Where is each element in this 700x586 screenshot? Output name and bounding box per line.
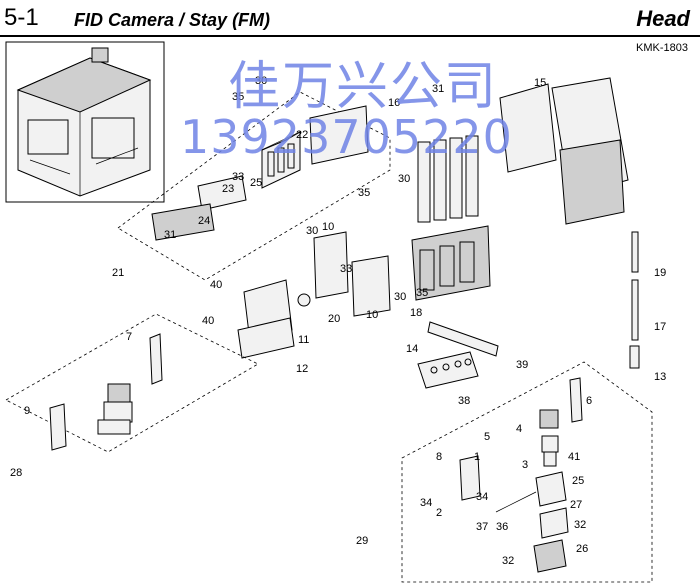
part-callout-c34b: 34 <box>476 491 488 503</box>
part-callout-c2: 2 <box>436 507 442 519</box>
part-callout-c28: 28 <box>10 467 22 479</box>
part-callout-c10b: 10 <box>366 309 378 321</box>
part-callout-c18: 18 <box>410 307 422 319</box>
part-callout-c5: 5 <box>484 431 490 443</box>
part-callout-c12: 12 <box>296 363 308 375</box>
part-callout-c40b: 40 <box>202 315 214 327</box>
header-rule <box>0 35 700 37</box>
plate-12 <box>237 317 295 359</box>
part-callout-c9: 9 <box>24 405 30 417</box>
part-callout-c15: 15 <box>534 77 546 89</box>
part-callout-c19: 19 <box>654 267 666 279</box>
shaft-19 <box>631 231 639 273</box>
part-20 <box>297 293 311 307</box>
watermark-company: 佳万兴公司 <box>228 57 499 117</box>
camera-unit-22 <box>261 105 369 189</box>
part-callout-c8: 8 <box>436 451 442 463</box>
part-callout-c4: 4 <box>516 423 522 435</box>
part-callout-c21: 21 <box>112 267 124 279</box>
part-callout-c34a: 34 <box>420 497 432 509</box>
bracket-7 <box>149 333 163 385</box>
head-frame <box>499 77 629 225</box>
page-header: 5-1 FID Camera / Stay (FM) Head <box>0 0 700 36</box>
nozzle-heads <box>411 135 491 301</box>
part-callout-c33b: 33 <box>340 263 352 275</box>
part-callout-c13: 13 <box>654 371 666 383</box>
part-callout-c26: 26 <box>576 543 588 555</box>
section-number: 5-1 <box>4 4 39 31</box>
part-callout-c35a: 35 <box>232 91 244 103</box>
camera-module <box>97 383 133 435</box>
machine-overview-inset <box>5 41 165 203</box>
part-callout-c16: 16 <box>388 97 400 109</box>
part-callout-c33: 33 <box>232 171 244 183</box>
stay-plate-10b <box>351 255 391 317</box>
part-callout-c23: 23 <box>222 183 234 195</box>
part-callout-c35c: 35 <box>416 287 428 299</box>
part-callout-c35b: 35 <box>358 187 370 199</box>
part-callout-c14: 14 <box>406 343 418 355</box>
part-callout-c32a: 32 <box>574 519 586 531</box>
model-code: KMK-1803 <box>636 42 688 54</box>
part-callout-c17: 17 <box>654 321 666 333</box>
part-callout-c39: 39 <box>516 359 528 371</box>
part-callout-c37: 37 <box>476 521 488 533</box>
part-callout-c31a: 31 <box>432 83 444 95</box>
stay-plate-10a <box>313 231 349 299</box>
bracket-6 <box>569 377 583 423</box>
plate-14 <box>417 351 479 389</box>
part-callout-c20: 20 <box>328 313 340 325</box>
part-callout-c36: 36 <box>496 521 508 533</box>
part-callout-c11: 11 <box>298 334 309 346</box>
watermark-phone: 13923705220 <box>180 110 513 164</box>
part-callout-c3: 3 <box>522 459 528 471</box>
part-callout-c6: 6 <box>586 395 592 407</box>
part-callout-c30d: 30 <box>394 291 406 303</box>
assembly-28-boundary <box>5 313 259 453</box>
bracket-9 <box>49 403 67 451</box>
part-callout-c27: 27 <box>570 499 582 511</box>
part-callout-c41: 41 <box>568 451 580 463</box>
bracket-23 <box>197 175 247 211</box>
bar-18 <box>427 321 499 357</box>
part-callout-c30c: 30 <box>306 225 318 237</box>
cover-24 <box>151 203 215 241</box>
part-callout-c29: 29 <box>356 535 368 547</box>
part-callout-c30b: 30 <box>398 173 410 185</box>
section-title: FID Camera / Stay (FM) <box>74 10 271 30</box>
bracket-8 <box>459 455 481 501</box>
part-callout-c10a: 10 <box>322 221 334 233</box>
part-callout-c31b: 31 <box>164 229 176 241</box>
part-callout-c24: 24 <box>198 215 210 227</box>
assembly-21-boundary <box>117 91 391 281</box>
part-callout-c40a: 40 <box>210 279 222 291</box>
part-callout-c25a: 25 <box>250 177 262 189</box>
part-callout-c1: 1 <box>474 451 480 463</box>
camera-assembly-29 <box>533 409 569 573</box>
part-callout-c22: 22 <box>296 129 308 141</box>
part-callout-c32b: 32 <box>502 555 514 567</box>
part-callout-c38: 38 <box>458 395 470 407</box>
part-callout-c25b: 25 <box>572 475 584 487</box>
screw-37-36 <box>495 491 537 513</box>
category-label: Head <box>636 6 690 31</box>
shaft-17 <box>631 279 639 341</box>
part-callout-c30a: 30 <box>255 75 267 87</box>
part-callout-c7: 7 <box>126 331 132 343</box>
shaft-13 <box>629 345 640 369</box>
